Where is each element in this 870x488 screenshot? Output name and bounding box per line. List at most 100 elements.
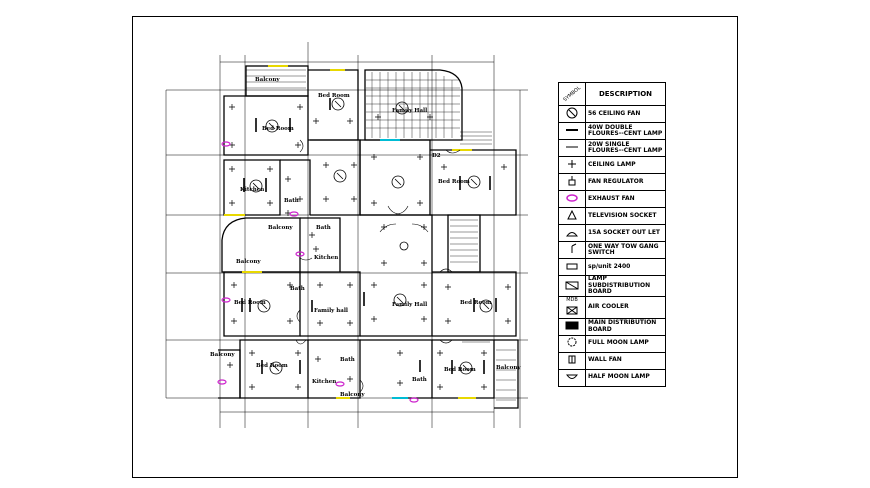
- legend-row: 40W DOUBLE FLOURES--CENT LAMP: [558, 122, 666, 140]
- switch-box-icon: [566, 263, 578, 270]
- legend-description: 40W DOUBLE FLOURES--CENT LAMP: [585, 122, 666, 140]
- legend-header-row: SYMBOL DESCRIPTION: [554, 76, 666, 112]
- label-bath-5: Bath: [412, 377, 427, 383]
- ceiling-fan-icon: [566, 107, 578, 119]
- legend-row: MDB AIR COOLER: [558, 295, 666, 319]
- double-fluorescent-lamp-icon: [566, 128, 578, 131]
- exhaust-fans: [217, 141, 419, 403]
- legend-symbol-cell: MDB: [558, 295, 586, 319]
- switch-icon: [571, 243, 577, 253]
- television-socket-icon: [567, 209, 577, 220]
- socket-outlet-icon: [566, 231, 578, 237]
- label-balcony-4: Balcony: [210, 352, 235, 358]
- legend-row: HALF MOON LAMP: [558, 368, 666, 387]
- windows: [224, 65, 476, 399]
- label-bed-room-1: Bed Room: [318, 93, 350, 99]
- fluorescent-lamps: [241, 98, 497, 374]
- fan-regulator-icon: [568, 175, 576, 186]
- label-kitchen-2: Kitchen: [314, 255, 338, 261]
- half-moon-lamp-icon: [566, 374, 578, 380]
- label-balcony-6: Balcony: [496, 365, 521, 371]
- legend-row: LAMP SUBDISTRIBUTION BOARD: [558, 275, 666, 297]
- terrace-hatch: [246, 69, 516, 401]
- lamp-subdistribution-board-icon: [565, 281, 579, 289]
- legend-symbol-cell: [558, 334, 586, 353]
- legend-description: AIR COOLER: [585, 295, 666, 319]
- legend-row: 15A SOCKET OUT LET: [558, 224, 666, 242]
- label-balcony-5: Balcony: [340, 392, 365, 398]
- legend-row: MAIN DISTRIBUTION BOARD: [558, 317, 666, 336]
- legend-symbol-cell: [558, 224, 586, 242]
- legend-symbol-cell: [558, 351, 586, 370]
- ceiling-lamp-icon: [568, 159, 576, 168]
- legend-symbol-cell: [558, 241, 586, 259]
- legend-row: CEILING LAMP: [558, 156, 666, 174]
- legend-description: 56 CEILING FAN: [585, 105, 666, 123]
- legend-row: 20W SINGLE FLOURES--CENT LAMP: [558, 139, 666, 157]
- legend-description: WALL FAN: [585, 351, 666, 370]
- legend-symbol-cell: [558, 368, 586, 387]
- label-bath-1: Bath: [284, 198, 299, 204]
- label-kitchen-1: Kitchen: [240, 187, 264, 193]
- legend-description: ONE WAY TOW GANG SWITCH: [585, 241, 666, 259]
- legend-description: sp/unit 2400: [585, 258, 666, 276]
- label-bed-room-7: Bed Room: [444, 367, 476, 373]
- full-moon-lamp-icon: [567, 337, 577, 347]
- walls: [218, 65, 519, 409]
- label-bed-room-6: Bed Room: [256, 363, 288, 369]
- legend-symbol-cell: [558, 173, 586, 191]
- legend-description: EXHAUST FAN: [585, 190, 666, 208]
- legend-row: EXHAUST FAN: [558, 190, 666, 208]
- exhaust-fan-icon: [566, 194, 578, 202]
- label-bed-room-2: Bed Room: [262, 126, 294, 132]
- legend-symbol-cell: [558, 156, 586, 174]
- ceiling-fans: [249, 97, 493, 375]
- label-kitchen-3: Kitchen: [312, 379, 336, 385]
- label-bath-2: Bath: [316, 225, 331, 231]
- legend-row: 56 CEILING FAN: [558, 105, 666, 123]
- legend-description: CEILING LAMP: [585, 156, 666, 174]
- label-bed-room-5: Bed Room: [460, 300, 492, 306]
- legend-symbol-cell: [558, 207, 586, 225]
- legend-symbol-cell: [558, 317, 586, 336]
- legend-description: LAMP SUBDISTRIBUTION BOARD: [585, 275, 666, 297]
- label-bath-3: Bath: [290, 286, 305, 292]
- legend-row: sp/unit 2400: [558, 258, 666, 276]
- legend-row: WALL FAN: [558, 351, 666, 370]
- label-family-hall-2: Family Hall: [392, 302, 427, 308]
- label-balcony-2: Balcony: [268, 225, 293, 231]
- single-fluorescent-lamp-icon: [566, 146, 578, 148]
- label-bath-4: Bath: [340, 357, 355, 363]
- air-cooler-icon: [566, 306, 578, 315]
- legend-symbol-cell: [558, 275, 586, 297]
- legend-row: FULL MOON LAMP: [558, 334, 666, 353]
- room-labels: Balcony Bed Room Family Hall Bed Room Be…: [210, 77, 521, 398]
- legend-description: FULL MOON LAMP: [585, 334, 666, 353]
- label-bed-room-4: Bed Room: [234, 300, 266, 306]
- legend-symbol-cell: [558, 139, 586, 157]
- legend-description: FAN REGULATOR: [585, 173, 666, 191]
- label-balcony-top: Balcony: [255, 77, 280, 83]
- wall-fan-icon: [568, 355, 576, 364]
- legend-description: MAIN DISTRIBUTION BOARD: [585, 317, 666, 336]
- label-bed-room-3: Bed Room: [438, 179, 470, 185]
- main-distribution-board-icon: [565, 321, 579, 330]
- legend-description: 20W SINGLE FLOURES--CENT LAMP: [585, 139, 666, 157]
- legend-symbol-cell: [558, 190, 586, 208]
- legend-symbol-cell: [558, 122, 586, 140]
- drawing-border: [132, 16, 738, 478]
- legend-symbol-text: MDB: [566, 296, 578, 303]
- label-family-hall-1: Family hall: [314, 308, 348, 314]
- legend-description: HALF MOON LAMP: [585, 368, 666, 387]
- legend-description: 15A SOCKET OUT LET: [585, 224, 666, 242]
- label-balcony-3: Balcony: [236, 259, 261, 265]
- legend-description: TELEVISION SOCKET: [585, 207, 666, 225]
- legend-row: TELEVISION SOCKET: [558, 207, 666, 225]
- label-d2: D2: [432, 153, 441, 159]
- legend-row: FAN REGULATOR: [558, 173, 666, 191]
- legend-description-header: DESCRIPTION: [585, 82, 666, 106]
- legend-row: ONE WAY TOW GANG SWITCH: [558, 241, 666, 259]
- ceiling-lamps: [227, 104, 511, 390]
